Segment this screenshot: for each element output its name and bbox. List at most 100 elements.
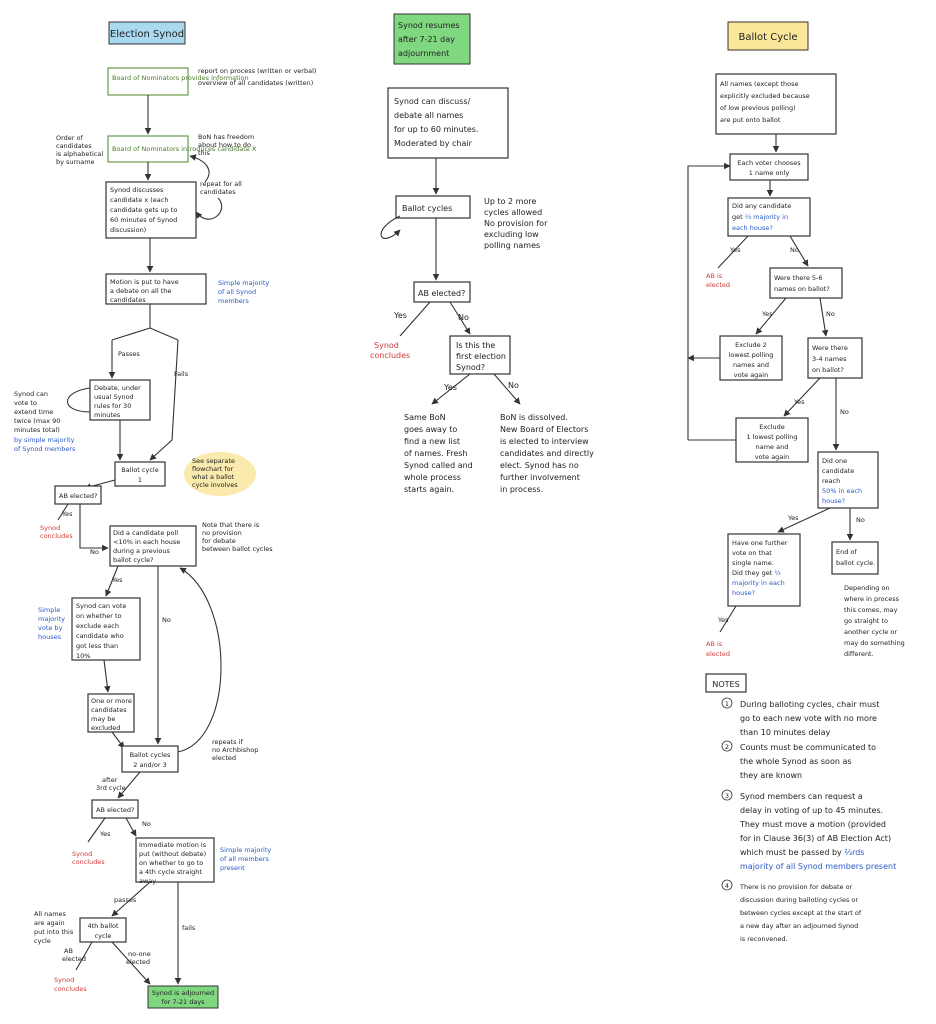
svg-text:away: away <box>139 877 156 885</box>
svg-text:rules for 30: rules for 30 <box>94 402 131 410</box>
notes-title: NOTES <box>712 680 739 689</box>
svg-text:this: this <box>198 149 210 157</box>
report-note-1: report on process (written or verbal) <box>198 67 316 75</box>
svg-text:candidates: candidates <box>110 296 146 304</box>
svg-text:Yes: Yes <box>111 576 123 584</box>
svg-text:Immediate motion is: Immediate motion is <box>139 841 207 849</box>
svg-text:about how to do: about how to do <box>198 141 251 149</box>
three-four-question-box <box>807 337 863 379</box>
svg-text:ballot cycle?: ballot cycle? <box>113 556 154 564</box>
svg-text:majority: majority <box>38 615 65 623</box>
ab-elected-2-box <box>91 799 139 819</box>
svg-text:Yes: Yes <box>443 383 457 392</box>
svg-text:vote again: vote again <box>755 453 789 461</box>
all-names-box <box>715 73 837 135</box>
svg-text:no-one: no-one <box>128 950 151 958</box>
svg-text:Exclude 2: Exclude 2 <box>735 341 767 349</box>
svg-text:which must be passed by ⅔rds: which must be passed by ⅔rds <box>740 848 864 857</box>
notes-title-box <box>705 673 747 693</box>
synod-concludes-2: Synod <box>72 850 92 858</box>
ballot-cycles-box <box>395 195 471 219</box>
svg-text:minutes: minutes <box>94 411 121 419</box>
svg-text:during a previous: during a previous <box>113 547 170 555</box>
simple-majority-note: Simple majority <box>218 279 269 287</box>
svg-text:delay in voting of up to 45 mi: delay in voting of up to 45 minutes. <box>740 806 883 815</box>
svg-text:no Archbishop: no Archbishop <box>212 746 258 754</box>
svg-text:cycles allowed: cycles allowed <box>484 208 542 217</box>
svg-text:put (without debate): put (without debate) <box>139 850 206 858</box>
svg-text:Did any candidate: Did any candidate <box>732 202 791 210</box>
svg-text:No: No <box>840 408 849 416</box>
svg-text:Synod can discuss/: Synod can discuss/ <box>394 97 471 106</box>
svg-text:fails: fails <box>182 924 196 932</box>
svg-text:candidate x (each: candidate x (each <box>110 196 168 204</box>
svg-text:candidates: candidates <box>91 706 127 714</box>
svg-text:on ballot?: on ballot? <box>812 366 844 374</box>
svg-text:No: No <box>142 820 151 828</box>
svg-text:different.: different. <box>844 650 874 658</box>
adjourned-box <box>147 985 219 1009</box>
svg-text:majority in each: majority in each <box>732 579 785 587</box>
svg-text:During balloting cycles, chair: During balloting cycles, chair must <box>740 700 879 709</box>
title-ballot-cycle <box>727 21 809 51</box>
svg-text:of all members: of all members <box>220 855 269 863</box>
svg-text:Moderated by chair: Moderated by chair <box>394 139 473 148</box>
svg-text:Did one: Did one <box>822 457 847 465</box>
poll-question-box <box>109 525 197 567</box>
svg-text:whole process: whole process <box>404 473 461 482</box>
svg-text:lowest polling: lowest polling <box>729 351 774 359</box>
ab-elected-r1: AB is <box>706 272 723 280</box>
svg-text:is alphabetical: is alphabetical <box>56 150 103 158</box>
note-3: 3 Synod members can request a delay in v… <box>721 789 896 871</box>
left-flow: Election Synod Board of Nominators provi… <box>14 21 316 1009</box>
svg-text:excluding low: excluding low <box>484 230 539 239</box>
svg-text:Have one further: Have one further <box>732 539 788 547</box>
svg-text:vote to: vote to <box>14 399 37 407</box>
svg-text:a 4th cycle straight: a 4th cycle straight <box>139 868 202 876</box>
svg-text:Did a candidate poll: Did a candidate poll <box>113 529 178 537</box>
simple-present-note: Simple majority <box>220 846 271 854</box>
svg-text:Ballot cycle: Ballot cycle <box>121 466 158 474</box>
svg-text:names on ballot?: names on ballot? <box>774 285 830 293</box>
exclude-one-box <box>735 417 809 463</box>
svg-text:1 name only: 1 name only <box>749 169 790 177</box>
svg-text:members: members <box>218 297 249 305</box>
ballot-cycle-1-box <box>114 461 166 487</box>
svg-text:this comes, may: this comes, may <box>844 606 898 614</box>
svg-text:60 minutes of Synod: 60 minutes of Synod <box>110 216 177 224</box>
title-synod-resumes <box>393 13 471 65</box>
svg-text:concludes: concludes <box>72 858 105 866</box>
bon-freedom-note: BoN has freedom <box>198 133 254 141</box>
synod-discusses-box <box>105 181 197 239</box>
svg-text:of all Synod: of all Synod <box>218 288 256 296</box>
svg-text:polling names: polling names <box>484 241 540 250</box>
five-six-question-box <box>769 267 843 299</box>
svg-text:concludes: concludes <box>370 351 410 360</box>
svg-text:candidates: candidates <box>56 142 92 150</box>
fourth-cycle-box <box>79 917 127 943</box>
svg-text:candidates and directly: candidates and directly <box>500 449 594 458</box>
svg-text:3rd cycle: 3rd cycle <box>96 784 126 792</box>
svg-text:AB elected?: AB elected? <box>96 806 134 814</box>
svg-text:<10% in each house: <10% in each house <box>113 538 180 546</box>
title-election-synod-text: Election Synod <box>110 29 184 40</box>
svg-text:houses: houses <box>38 633 62 641</box>
svg-text:further involvement: further involvement <box>500 473 580 482</box>
svg-text:Did they get ⅔: Did they get ⅔ <box>732 569 781 577</box>
note-4: 4 There is no provision for debate or di… <box>721 879 862 943</box>
svg-text:the whole Synod as soon as: the whole Synod as soon as <box>740 757 852 766</box>
svg-text:may do something: may do something <box>844 639 905 647</box>
svg-text:what a ballot: what a ballot <box>192 473 235 481</box>
simple-houses-note: Simple <box>38 606 60 614</box>
svg-text:find a new list: find a new list <box>404 437 460 446</box>
note-2: 2 Counts must be communicated to the who… <box>721 740 876 780</box>
svg-text:candidates: candidates <box>200 188 236 196</box>
svg-text:Synod can vote: Synod can vote <box>76 602 126 610</box>
svg-text:Yes: Yes <box>761 310 773 318</box>
svg-text:They must move a motion (provi: They must move a motion (provided <box>739 820 886 829</box>
svg-text:exclude each: exclude each <box>76 622 119 630</box>
ballot-cycles-23-box <box>121 745 179 773</box>
svg-text:candidate who: candidate who <box>76 632 124 640</box>
title-ballot-cycle-text: Ballot Cycle <box>738 32 797 43</box>
